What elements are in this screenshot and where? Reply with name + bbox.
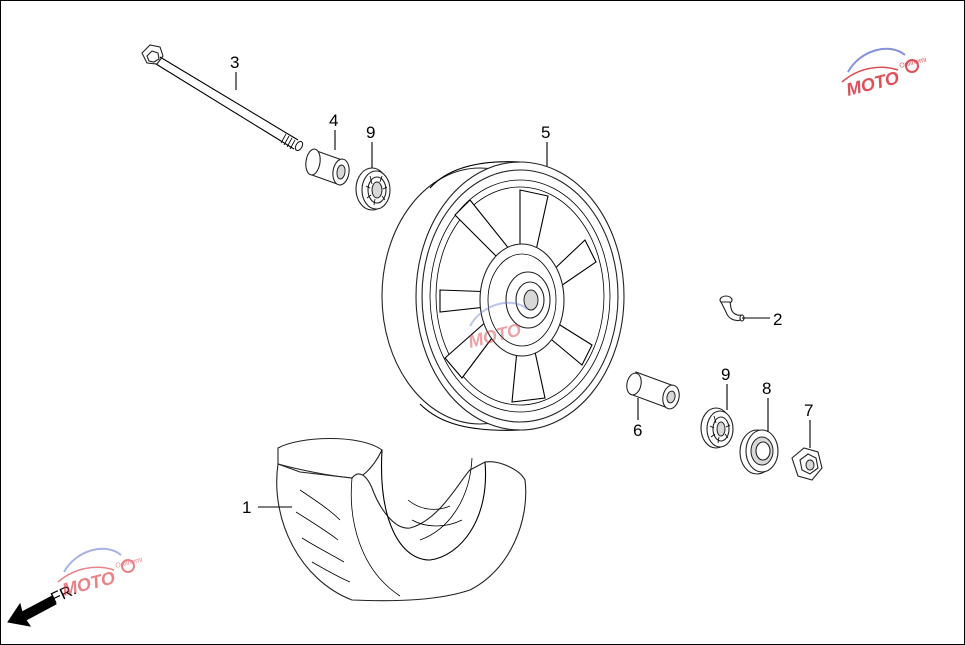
- watermark-subtext: Onlinemi: [115, 556, 144, 570]
- callout-1: 1: [242, 498, 251, 517]
- leader-lines: [235, 72, 811, 508]
- watermark-logo-top-right: MOTO Onlinemi: [841, 47, 928, 100]
- wheel-rim: [381, 161, 625, 431]
- valve-stem: [719, 295, 745, 322]
- callout-5: 5: [541, 123, 550, 142]
- callout-8: 8: [762, 379, 771, 398]
- watermark-moto-text: MOTO: [844, 67, 901, 99]
- oil-seal: [739, 429, 779, 475]
- axle-nut: [791, 447, 823, 481]
- spacer-right: [626, 371, 680, 410]
- watermark-subtext: Onlinemi: [899, 56, 928, 70]
- callout-3: 3: [230, 53, 239, 72]
- tire: [276, 438, 527, 602]
- bearing-right: [700, 407, 734, 449]
- callout-2: 2: [773, 310, 782, 329]
- callout-7: 7: [804, 401, 813, 420]
- callout-4: 4: [329, 111, 338, 130]
- axle-bolt: [141, 44, 304, 152]
- watermark-logo-bottom-left: MOTO Onlinemi: [57, 547, 144, 600]
- watermark-moto-text: MOTO: [60, 567, 117, 599]
- gear-icon: [905, 59, 919, 73]
- bearing-left: [355, 167, 391, 211]
- callout-9-right: 9: [721, 365, 730, 384]
- gear-icon: [121, 559, 135, 573]
- spacer-left: [305, 148, 350, 186]
- callout-9-left: 9: [366, 123, 375, 142]
- callout-6: 6: [633, 421, 642, 440]
